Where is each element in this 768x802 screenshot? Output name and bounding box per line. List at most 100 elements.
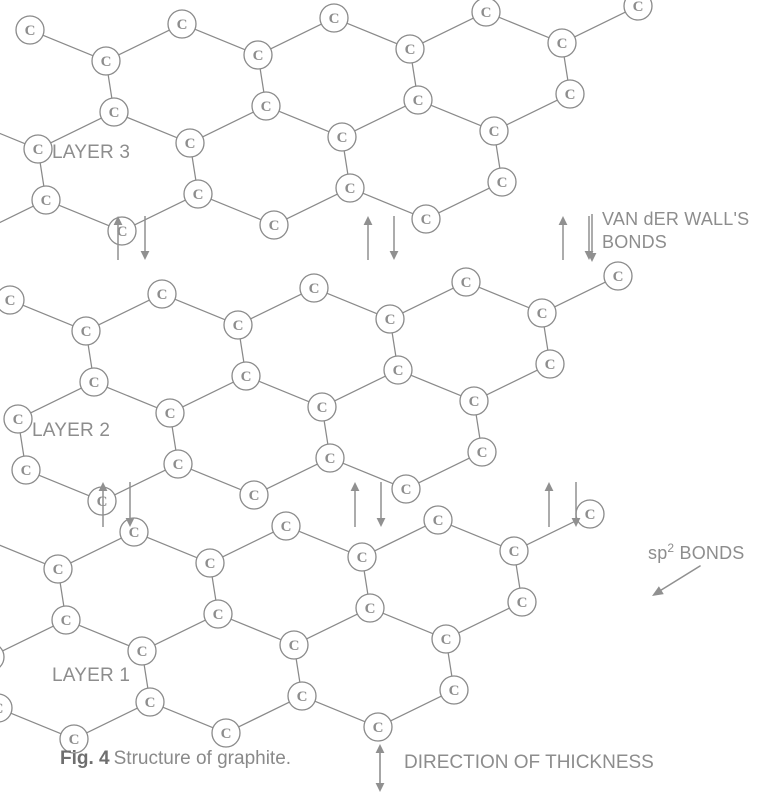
carbon-atom: C <box>107 216 137 246</box>
svg-text:C: C <box>469 394 480 410</box>
carbon-atom: C <box>51 605 81 635</box>
svg-text:C: C <box>489 124 500 140</box>
svg-text:C: C <box>185 136 196 152</box>
svg-text:C: C <box>509 544 520 560</box>
arrow-up <box>558 216 568 260</box>
svg-text:C: C <box>325 451 336 467</box>
carbon-atom: C <box>375 304 405 334</box>
sp2-suffix: BONDS <box>674 543 745 563</box>
arrow-down <box>389 216 399 260</box>
svg-text:C: C <box>405 42 416 58</box>
svg-text:C: C <box>173 457 184 473</box>
svg-text:C: C <box>205 556 216 572</box>
carbon-atom: C <box>0 646 5 668</box>
svg-text:C: C <box>297 689 308 705</box>
carbon-atom: C <box>155 398 185 428</box>
svg-text:C: C <box>129 525 140 541</box>
carbon-atom: C <box>119 517 149 547</box>
svg-text:C: C <box>101 54 112 70</box>
carbon-atom: C <box>459 386 489 416</box>
svg-text:C: C <box>585 507 596 523</box>
carbon-atom: C <box>87 486 117 516</box>
carbon-atom: C <box>439 675 469 705</box>
carbon-atom: C <box>335 173 365 203</box>
carbon-atom: C <box>175 128 205 158</box>
carbon-atom: C <box>527 298 557 328</box>
carbon-atom: C <box>135 687 165 717</box>
svg-text:C: C <box>5 293 16 309</box>
figure-caption: Fig. 4 Structure of graphite. <box>60 748 291 770</box>
carbon-atom: C <box>347 542 377 572</box>
svg-text:C: C <box>557 36 568 52</box>
arrow-down <box>376 482 386 527</box>
bond-lines-group <box>0 10 628 735</box>
carbon-atom: C <box>79 367 109 397</box>
svg-text:C: C <box>33 142 44 158</box>
svg-text:C: C <box>373 720 384 736</box>
carbon-atom: C <box>23 134 53 164</box>
carbon-atom: C <box>431 624 461 654</box>
svg-text:C: C <box>413 93 424 109</box>
direction-of-thickness-label: DIRECTION OF THICKNESS <box>404 752 654 773</box>
carbon-atom: C <box>3 404 33 434</box>
svg-text:C: C <box>241 369 252 385</box>
carbon-atom: C <box>91 46 121 76</box>
svg-text:C: C <box>193 187 204 203</box>
carbon-atom: C <box>451 267 481 297</box>
svg-text:C: C <box>81 324 92 340</box>
figure-caption-text: Structure of graphite. <box>113 748 292 769</box>
carbon-atom: C <box>467 437 497 467</box>
carbon-atom: C <box>279 630 309 660</box>
vdw-label-line1: VAN dER WALL'S <box>602 209 750 229</box>
arrow-up <box>98 482 108 527</box>
svg-text:C: C <box>89 375 100 391</box>
carbon-atom: C <box>211 718 241 748</box>
svg-text:C: C <box>221 726 232 742</box>
carbon-atom: C <box>183 179 213 209</box>
svg-text:C: C <box>21 463 32 479</box>
carbon-atom: C <box>535 349 565 379</box>
sp2-prefix: sp <box>648 543 668 563</box>
svg-text:C: C <box>137 644 148 660</box>
carbon-atom: C <box>0 285 25 315</box>
carbon-atom: C <box>99 97 129 127</box>
carbon-atom: C <box>203 599 233 629</box>
svg-text:C: C <box>345 181 356 197</box>
carbon-atom: C <box>299 273 329 303</box>
svg-text:C: C <box>517 595 528 611</box>
svg-text:C: C <box>393 363 404 379</box>
svg-text:C: C <box>337 130 348 146</box>
svg-text:C: C <box>69 732 80 748</box>
carbon-atom: C <box>383 355 413 385</box>
svg-text:C: C <box>317 400 328 416</box>
svg-text:C: C <box>433 513 444 529</box>
carbon-atom: C <box>487 167 517 197</box>
carbon-atom: C <box>307 392 337 422</box>
svg-text:C: C <box>633 0 644 15</box>
svg-text:C: C <box>357 550 368 566</box>
carbon-atom: C <box>623 0 653 21</box>
svg-text:C: C <box>213 607 224 623</box>
svg-text:C: C <box>269 218 280 234</box>
carbon-atom: C <box>43 554 73 584</box>
carbon-atoms-group: CCCCCCCCCCCCCCCCCCCCCCCCCCCCCCCCCCCCCCCC… <box>0 0 653 754</box>
arrow-down <box>571 482 581 527</box>
svg-text:C: C <box>249 488 260 504</box>
svg-text:C: C <box>449 683 460 699</box>
svg-text:C: C <box>165 406 176 422</box>
arrow-down <box>587 214 597 262</box>
svg-text:C: C <box>613 269 624 285</box>
carbon-atom: C <box>147 279 177 309</box>
svg-text:C: C <box>177 17 188 33</box>
carbon-atom: C <box>251 91 281 121</box>
carbon-atom: C <box>287 681 317 711</box>
carbon-atom: C <box>315 443 345 473</box>
carbon-atom: C <box>471 0 501 27</box>
svg-text:C: C <box>253 48 264 64</box>
carbon-atom: C <box>391 474 421 504</box>
figure-number: Fig. 4 <box>60 748 110 769</box>
carbon-atom: C <box>363 712 393 742</box>
carbon-atom: C <box>603 261 633 291</box>
